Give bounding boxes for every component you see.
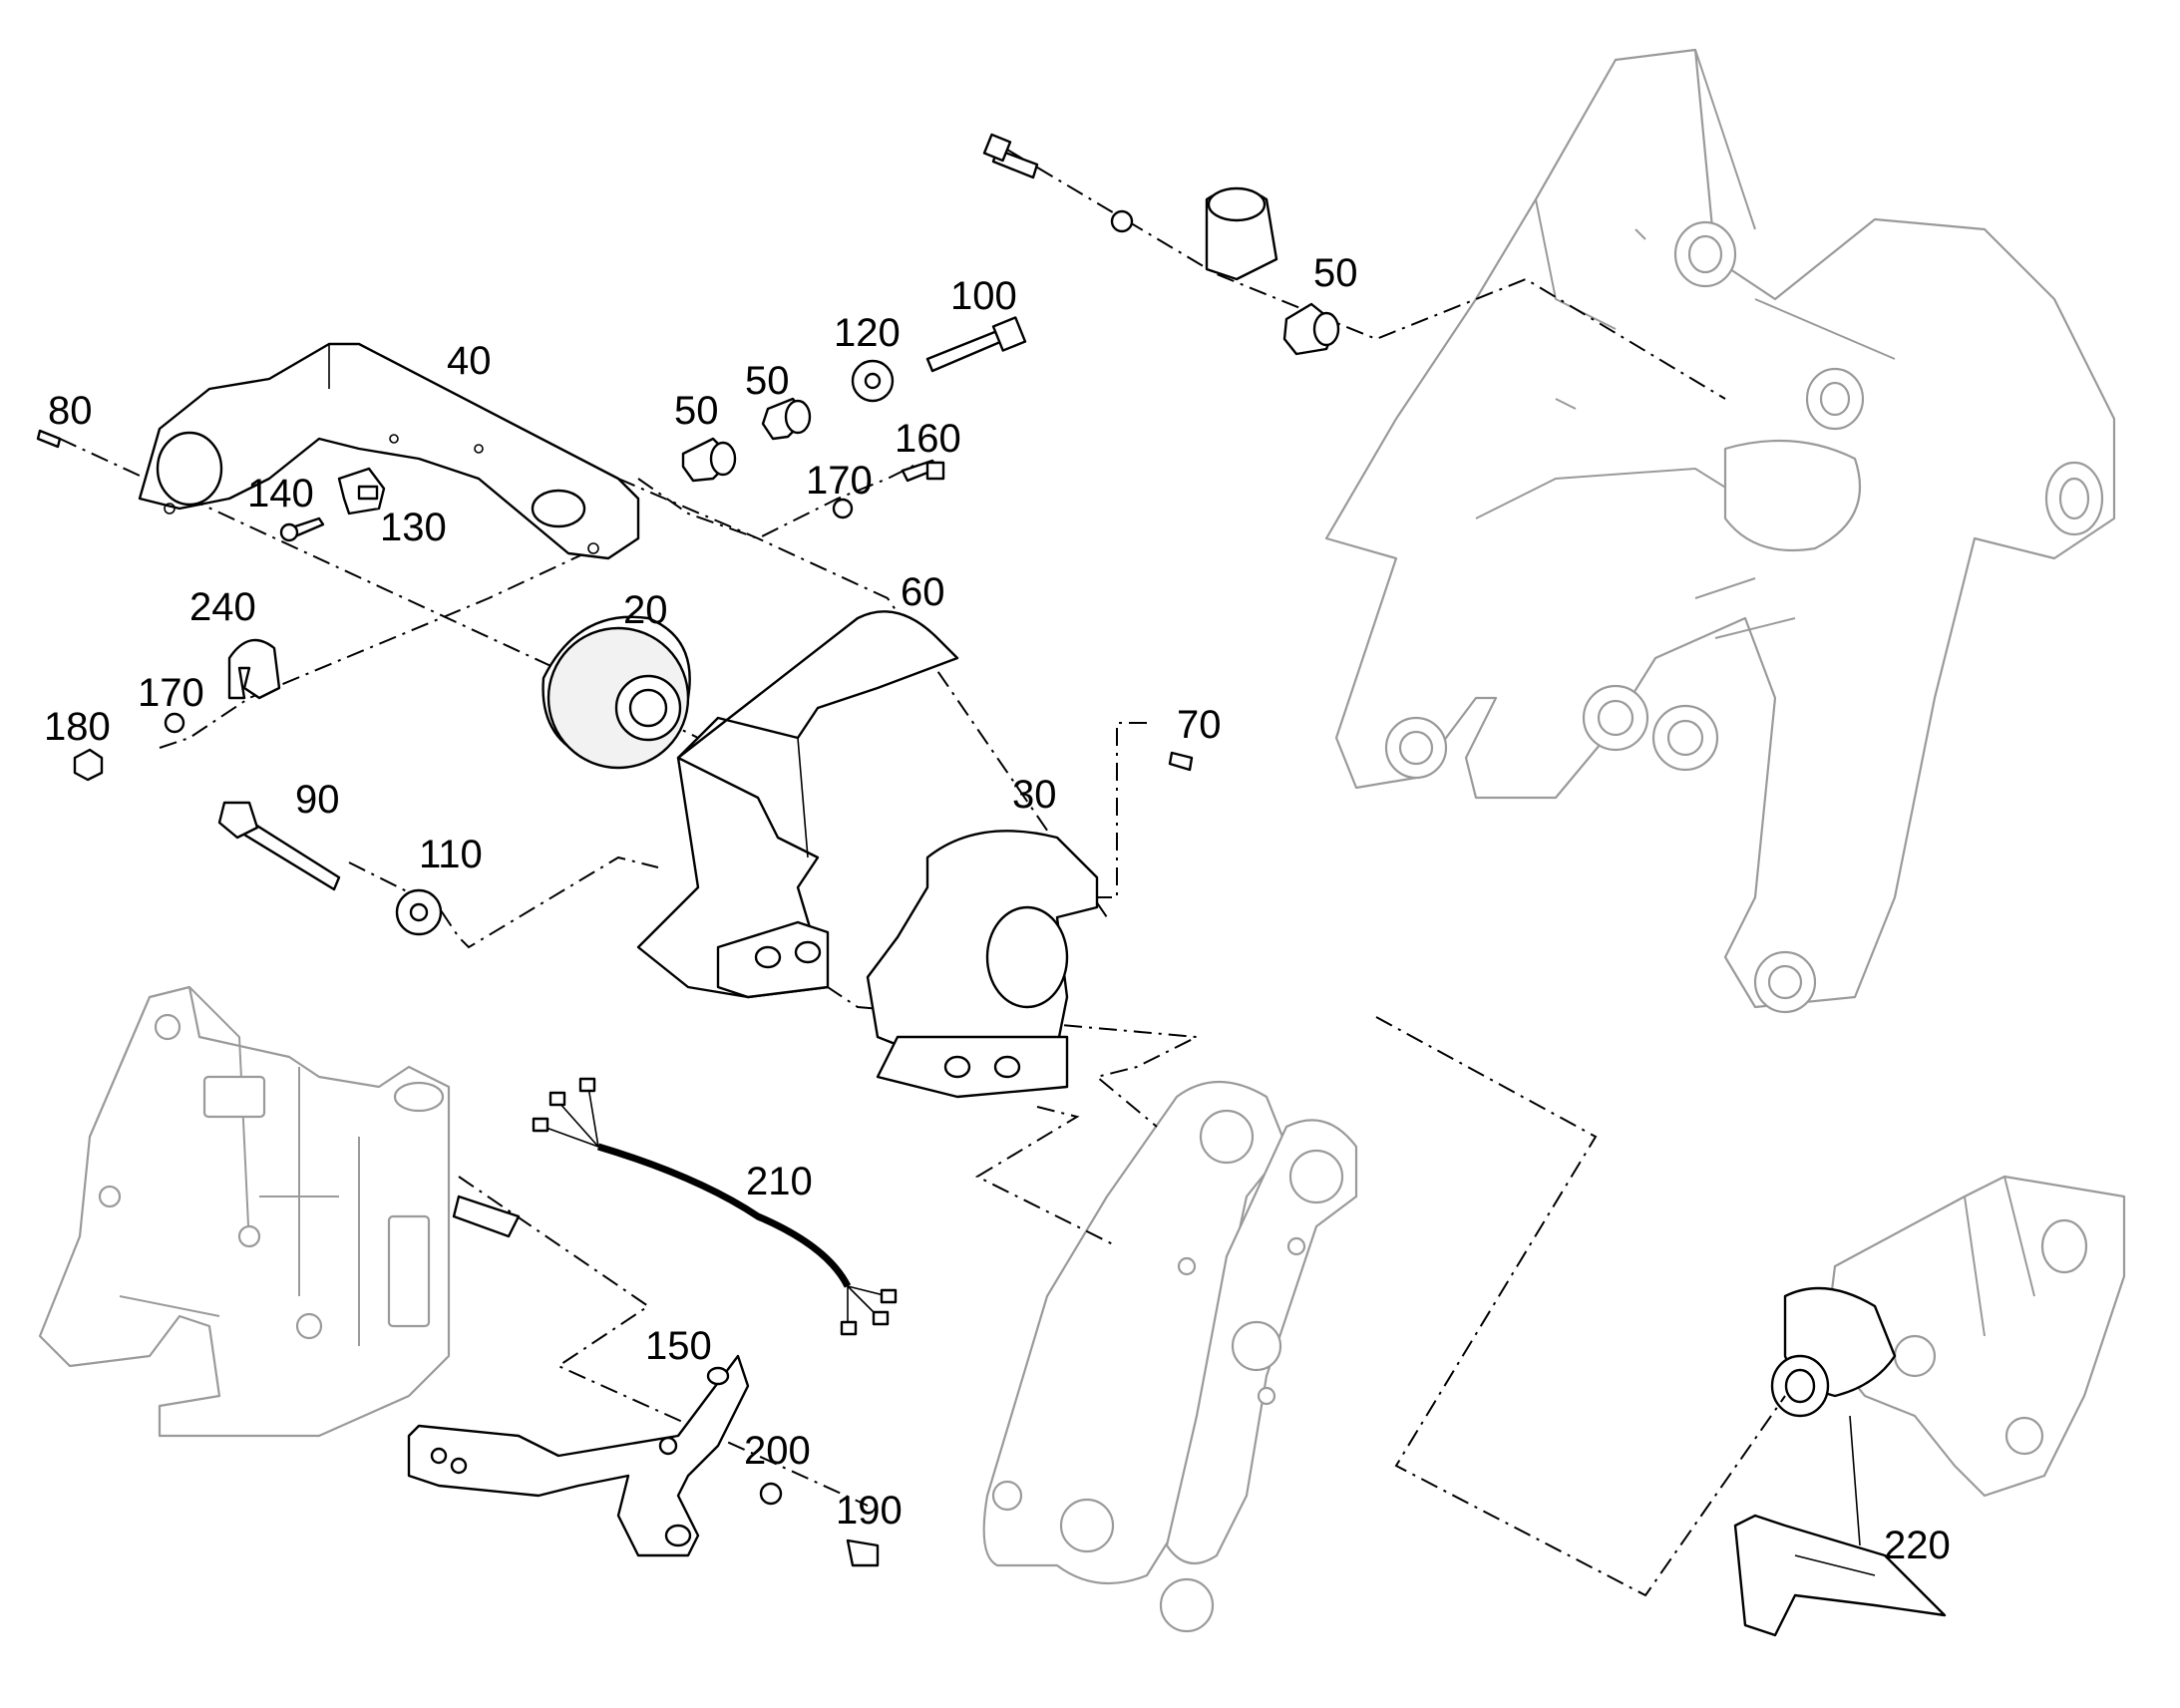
link-arm-context [982,1081,1358,1633]
part-190-bolt [846,1538,880,1567]
callout-170-a: 170 [806,459,873,503]
callout-120: 120 [834,311,901,355]
callout-70: 70 [1177,703,1222,747]
part-180-nut [73,748,104,782]
part-200-washer [759,1482,783,1506]
part-170-nut-a [832,498,854,519]
part-60-guard [636,610,959,999]
part-top-washer [1110,209,1134,233]
arm-detail-context [1770,1175,2126,1498]
part-120-washer [851,359,895,403]
callout-50-c: 50 [1313,251,1358,295]
callout-110: 110 [419,833,483,876]
part-90-bolt [217,801,341,891]
callout-240: 240 [189,585,256,629]
callout-220: 220 [1884,1524,1951,1567]
part-70-screw [1168,751,1194,772]
callout-140: 140 [247,472,314,515]
callout-100: 100 [950,274,1017,318]
part-150-bracket [407,1354,750,1557]
part-140-screw [279,516,325,542]
part-50-bushing-c [1282,302,1340,356]
callout-labels: 20 30 40 50 50 50 60 70 80 90 100 110 12… [44,251,1951,1567]
part-100-bolt [925,316,1027,373]
part-50-bushing-b [681,437,737,483]
part-110-washer [395,888,443,936]
callout-90: 90 [295,778,340,822]
part-top-clamp [1205,186,1278,281]
part-210-harness [532,1077,898,1336]
callout-40: 40 [447,339,492,383]
callout-160: 160 [895,417,961,461]
lift-arm-context [1324,48,2116,1014]
callout-190: 190 [836,1489,903,1533]
callout-150: 150 [645,1324,712,1368]
part-80-screw [36,429,62,449]
callout-200: 200 [744,1429,811,1473]
part-40-bracket [138,342,640,560]
callout-80: 80 [48,389,93,433]
callout-210: 210 [746,1160,813,1203]
part-240-clamp [227,638,281,700]
callout-170-b: 170 [138,671,204,715]
part-170-nut-b [164,712,185,734]
part-50-bushing-a [761,397,812,441]
callout-130: 130 [380,506,447,549]
callout-50-b: 50 [745,359,790,403]
part-30-housing [866,830,1099,1099]
part-pin-frame [452,1195,521,1238]
part-160-bolt [901,459,945,483]
loader-frame-context [38,985,451,1438]
callout-20: 20 [623,588,668,632]
part-130-clip [337,467,386,515]
callout-50-a: 50 [674,389,719,433]
part-220-plate [1733,1415,1947,1637]
part-20-disk [542,615,691,770]
callout-180: 180 [44,705,111,749]
callout-30: 30 [1012,773,1057,817]
part-top-bolt [982,133,1039,179]
callout-60: 60 [901,570,945,614]
